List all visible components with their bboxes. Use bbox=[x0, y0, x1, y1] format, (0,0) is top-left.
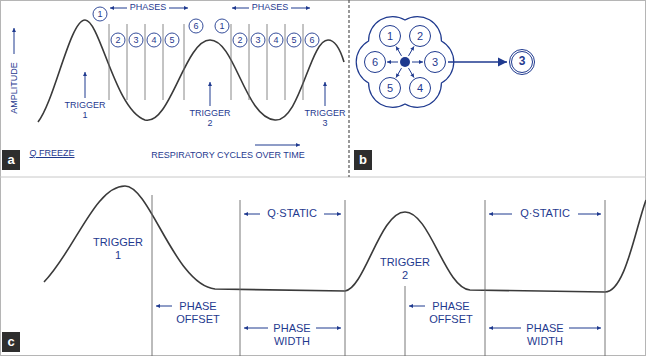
phase-number: 6 bbox=[193, 19, 198, 33]
phase-lines bbox=[109, 24, 303, 100]
phase-number: 4 bbox=[151, 33, 156, 47]
phase-petal: 2 bbox=[409, 25, 431, 47]
phase-number: 1 bbox=[97, 7, 102, 21]
phase-number: 2 bbox=[115, 33, 120, 47]
phase-petal: 3 bbox=[424, 51, 446, 73]
phase-number: 6 bbox=[309, 33, 314, 47]
annotation-arrows bbox=[156, 214, 601, 328]
center-spokes bbox=[387, 46, 423, 77]
phase-heading: PHASES bbox=[252, 2, 289, 12]
panel-letter: c bbox=[2, 332, 20, 352]
phase-petal: 1 bbox=[379, 25, 401, 47]
phase-number: 5 bbox=[291, 33, 296, 47]
panel-divider bbox=[0, 177, 646, 178]
panel-letter: b bbox=[354, 150, 372, 170]
phase-number: 5 bbox=[169, 33, 174, 47]
flow-arrow bbox=[448, 61, 507, 62]
node-text: 6 bbox=[372, 56, 378, 68]
phase-petal: 4 bbox=[409, 77, 431, 99]
trigger-label: TRIGGER 1 bbox=[64, 100, 105, 121]
respiratory-curve bbox=[38, 20, 344, 122]
phase-number: 3 bbox=[255, 33, 260, 47]
phase-number: 1 bbox=[219, 19, 224, 33]
gate-lines bbox=[152, 195, 605, 356]
panel-divider bbox=[348, 0, 349, 177]
phase-number-circles bbox=[93, 7, 319, 47]
phase-heading: PHASES bbox=[130, 2, 167, 12]
node-text: 4 bbox=[417, 82, 423, 94]
node-text: 5 bbox=[387, 82, 393, 94]
phase-offset-label: PHASE OFFSET bbox=[429, 300, 472, 325]
static-window-label: Q·STATIC bbox=[520, 207, 570, 220]
center-dot bbox=[400, 57, 410, 67]
phase-petal: 6 bbox=[364, 51, 386, 73]
trigger-label: TRIGGER 2 bbox=[380, 256, 430, 281]
phase-offset-label: PHASE OFFSET bbox=[176, 300, 219, 325]
trigger-label: TRIGGER 1 bbox=[93, 236, 143, 261]
node-text: 3 bbox=[432, 56, 438, 68]
axis-label: RESPIRATORY CYCLES OVER TIME bbox=[151, 150, 305, 160]
panel-letter: a bbox=[2, 150, 20, 170]
phase-width-label: PHASE WIDTH bbox=[273, 322, 310, 347]
phase-number: 3 bbox=[133, 33, 138, 47]
node-text: 2 bbox=[417, 30, 423, 42]
static-window-label: Q·STATIC bbox=[267, 207, 317, 220]
phase-flower-outline bbox=[356, 17, 454, 108]
node-text: a bbox=[7, 153, 14, 167]
node-text: 1 bbox=[387, 30, 393, 42]
selected-phase-circle: 3 bbox=[509, 49, 535, 75]
axis-label: AMPLITUDE bbox=[9, 62, 19, 114]
phase-number: 4 bbox=[273, 33, 278, 47]
trigger-label: TRIGGER 3 bbox=[304, 108, 345, 129]
node-text: 3 bbox=[519, 55, 526, 68]
annotation-arrows bbox=[14, 8, 325, 145]
node-text: b bbox=[359, 153, 367, 167]
phase-width-label: PHASE WIDTH bbox=[526, 322, 563, 347]
trigger-label: TRIGGER 2 bbox=[189, 108, 230, 129]
phase-petal: 5 bbox=[379, 77, 401, 99]
node-text: c bbox=[7, 335, 14, 349]
mode-label: Q FREEZE bbox=[29, 148, 74, 158]
phase-number: 2 bbox=[237, 33, 242, 47]
